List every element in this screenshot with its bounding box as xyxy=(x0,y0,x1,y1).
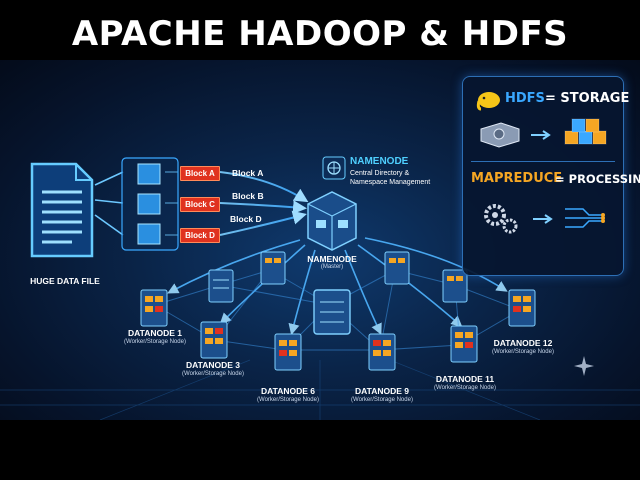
datanode-1-sublabel: (Worker/Storage Node) xyxy=(124,339,186,345)
mapreduce-word: MAPREDUCE xyxy=(471,171,563,186)
circuit-icon xyxy=(565,208,605,228)
namenode-badge-desc-2: Namespace Management xyxy=(350,179,431,186)
file-label: HUGE DATA FILE xyxy=(30,276,100,286)
datanode-6-sublabel: (Worker/Storage Node) xyxy=(257,397,319,403)
datanode-3-label: DATANODE 3 xyxy=(186,360,240,370)
server-icon xyxy=(140,289,168,327)
server-icon xyxy=(200,321,228,359)
hdfs-equals-storage: = STORAGE xyxy=(545,91,630,106)
server-icon xyxy=(307,191,357,251)
block-tag-d: Block D xyxy=(180,228,220,243)
server-icon xyxy=(508,289,536,327)
server-icon xyxy=(384,251,410,285)
cube-icon xyxy=(137,163,161,245)
datanode-3-sublabel: (Worker/Storage Node) xyxy=(182,371,244,377)
server-icon xyxy=(368,333,396,371)
datanode-12-label: DATANODE 12 xyxy=(493,338,553,348)
datanode-11-sublabel: (Worker/Storage Node) xyxy=(434,385,496,391)
namenode-badge-title: NAMENODE xyxy=(350,156,409,167)
globe-icon xyxy=(322,156,346,180)
sparkle-icon xyxy=(574,356,594,376)
datanode-9-label: DATANODE 9 xyxy=(355,386,409,396)
datanode-12-sublabel: (Worker/Storage Node) xyxy=(492,349,554,355)
hdfs-word: HDFS xyxy=(505,91,545,106)
hard-drive-icon xyxy=(480,122,520,148)
block-group-frame xyxy=(121,157,179,251)
arrow-label-a: Block A xyxy=(232,168,264,178)
arrow-right-icon xyxy=(531,130,551,140)
block-tag-c: Block C xyxy=(180,197,220,212)
mapreduce-equals-processing: = PROCESSING xyxy=(555,172,640,186)
server-icon xyxy=(208,269,234,303)
namenode-sublabel: (Master) xyxy=(320,264,344,270)
panel-divider xyxy=(471,161,615,162)
datanode-6-label: DATANODE 6 xyxy=(261,386,315,396)
gears-icon xyxy=(484,204,518,234)
server-icon xyxy=(450,325,478,363)
block-tag-a: Block A xyxy=(180,166,220,181)
arrow-label-d: Block D xyxy=(230,214,262,224)
datanode-9-sublabel: (Worker/Storage Node) xyxy=(351,397,413,403)
floor-grid xyxy=(0,359,640,420)
elephant-icon xyxy=(476,92,500,111)
datanode-1-label: DATANODE 1 xyxy=(128,328,182,338)
server-icon xyxy=(313,289,351,335)
cubes-icon xyxy=(564,118,607,145)
arrow-label-b: Block B xyxy=(232,191,264,201)
info-panel: HDFS = STORAGE MAPREDUCE = PROCESSING xyxy=(462,76,640,276)
namenode-badge-desc-1: Central Directory & xyxy=(350,170,410,177)
server-icon xyxy=(260,251,286,285)
arrow-right-icon xyxy=(533,214,553,224)
server-icon xyxy=(274,333,302,371)
block-to-namenode-arrows xyxy=(219,171,309,236)
namenode-label: NAMENODE xyxy=(307,254,357,264)
server-icon xyxy=(442,269,468,303)
datanode-11-label: DATANODE 11 xyxy=(435,374,495,384)
namenode-to-datanode-arrows xyxy=(167,237,508,336)
document-icon xyxy=(30,162,94,258)
